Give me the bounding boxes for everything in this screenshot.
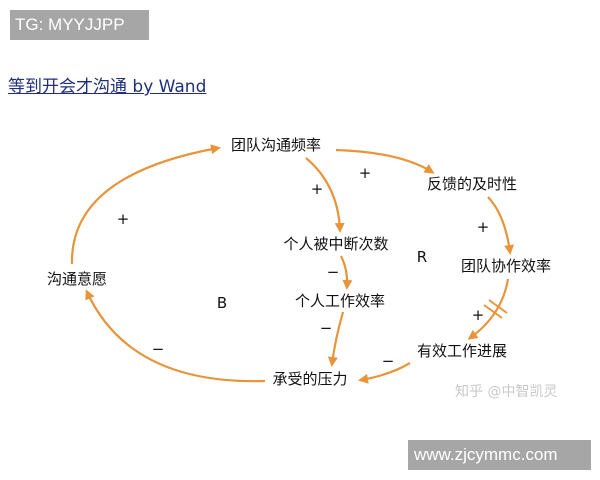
- node-interruptions: 个人被中断次数: [283, 235, 388, 253]
- arrow-progress-to-pressure: [358, 362, 411, 384]
- arrow-freq-to-interruptions: [305, 157, 345, 233]
- arrow-personal-eff-to-pressure: [327, 311, 345, 367]
- node-effective-progress: 有效工作进展: [417, 342, 507, 360]
- node-team-collab-eff: 团队协作效率: [461, 257, 551, 275]
- sign-plus: +: [311, 180, 324, 198]
- sign-minus: −: [152, 340, 165, 358]
- diagram-title-link[interactable]: 等到开会才沟通 by Wand: [8, 77, 207, 97]
- tag-label: TG: MYYJJPP: [10, 10, 149, 40]
- node-comm-willingness: 沟通意愿: [47, 270, 107, 288]
- sign-minus: −: [327, 263, 340, 281]
- sign-minus: −: [382, 352, 395, 370]
- watermark: 知乎 @中智凯灵: [455, 384, 558, 400]
- arrow-feedback-to-collab: [487, 196, 515, 255]
- arrow-interruptions-to-personal-eff: [340, 255, 353, 290]
- sign-plus: +: [472, 306, 485, 324]
- delay-mark: [483, 299, 508, 319]
- sign-plus: +: [477, 218, 490, 236]
- node-team-comm-freq: 团队沟通频率: [231, 136, 321, 154]
- arrow-freq-to-feedback: [335, 148, 435, 174]
- arrow-collab-to-progress: [467, 278, 510, 340]
- sign-plus: +: [359, 164, 372, 182]
- site-label: www.zjcymmc.com: [408, 440, 591, 470]
- node-personal-eff: 个人工作效率: [295, 292, 385, 310]
- loop-label-reinforcing: R: [417, 248, 427, 266]
- node-pressure: 承受的压力: [272, 370, 347, 388]
- arrow-pressure-to-willingness: [85, 289, 266, 383]
- sign-plus: +: [117, 210, 130, 228]
- arrow-willingness-to-freq: [70, 144, 221, 265]
- loop-label-balancing: B: [217, 294, 227, 312]
- sign-minus: −: [320, 319, 333, 337]
- node-feedback-timeliness: 反馈的及时性: [427, 175, 517, 193]
